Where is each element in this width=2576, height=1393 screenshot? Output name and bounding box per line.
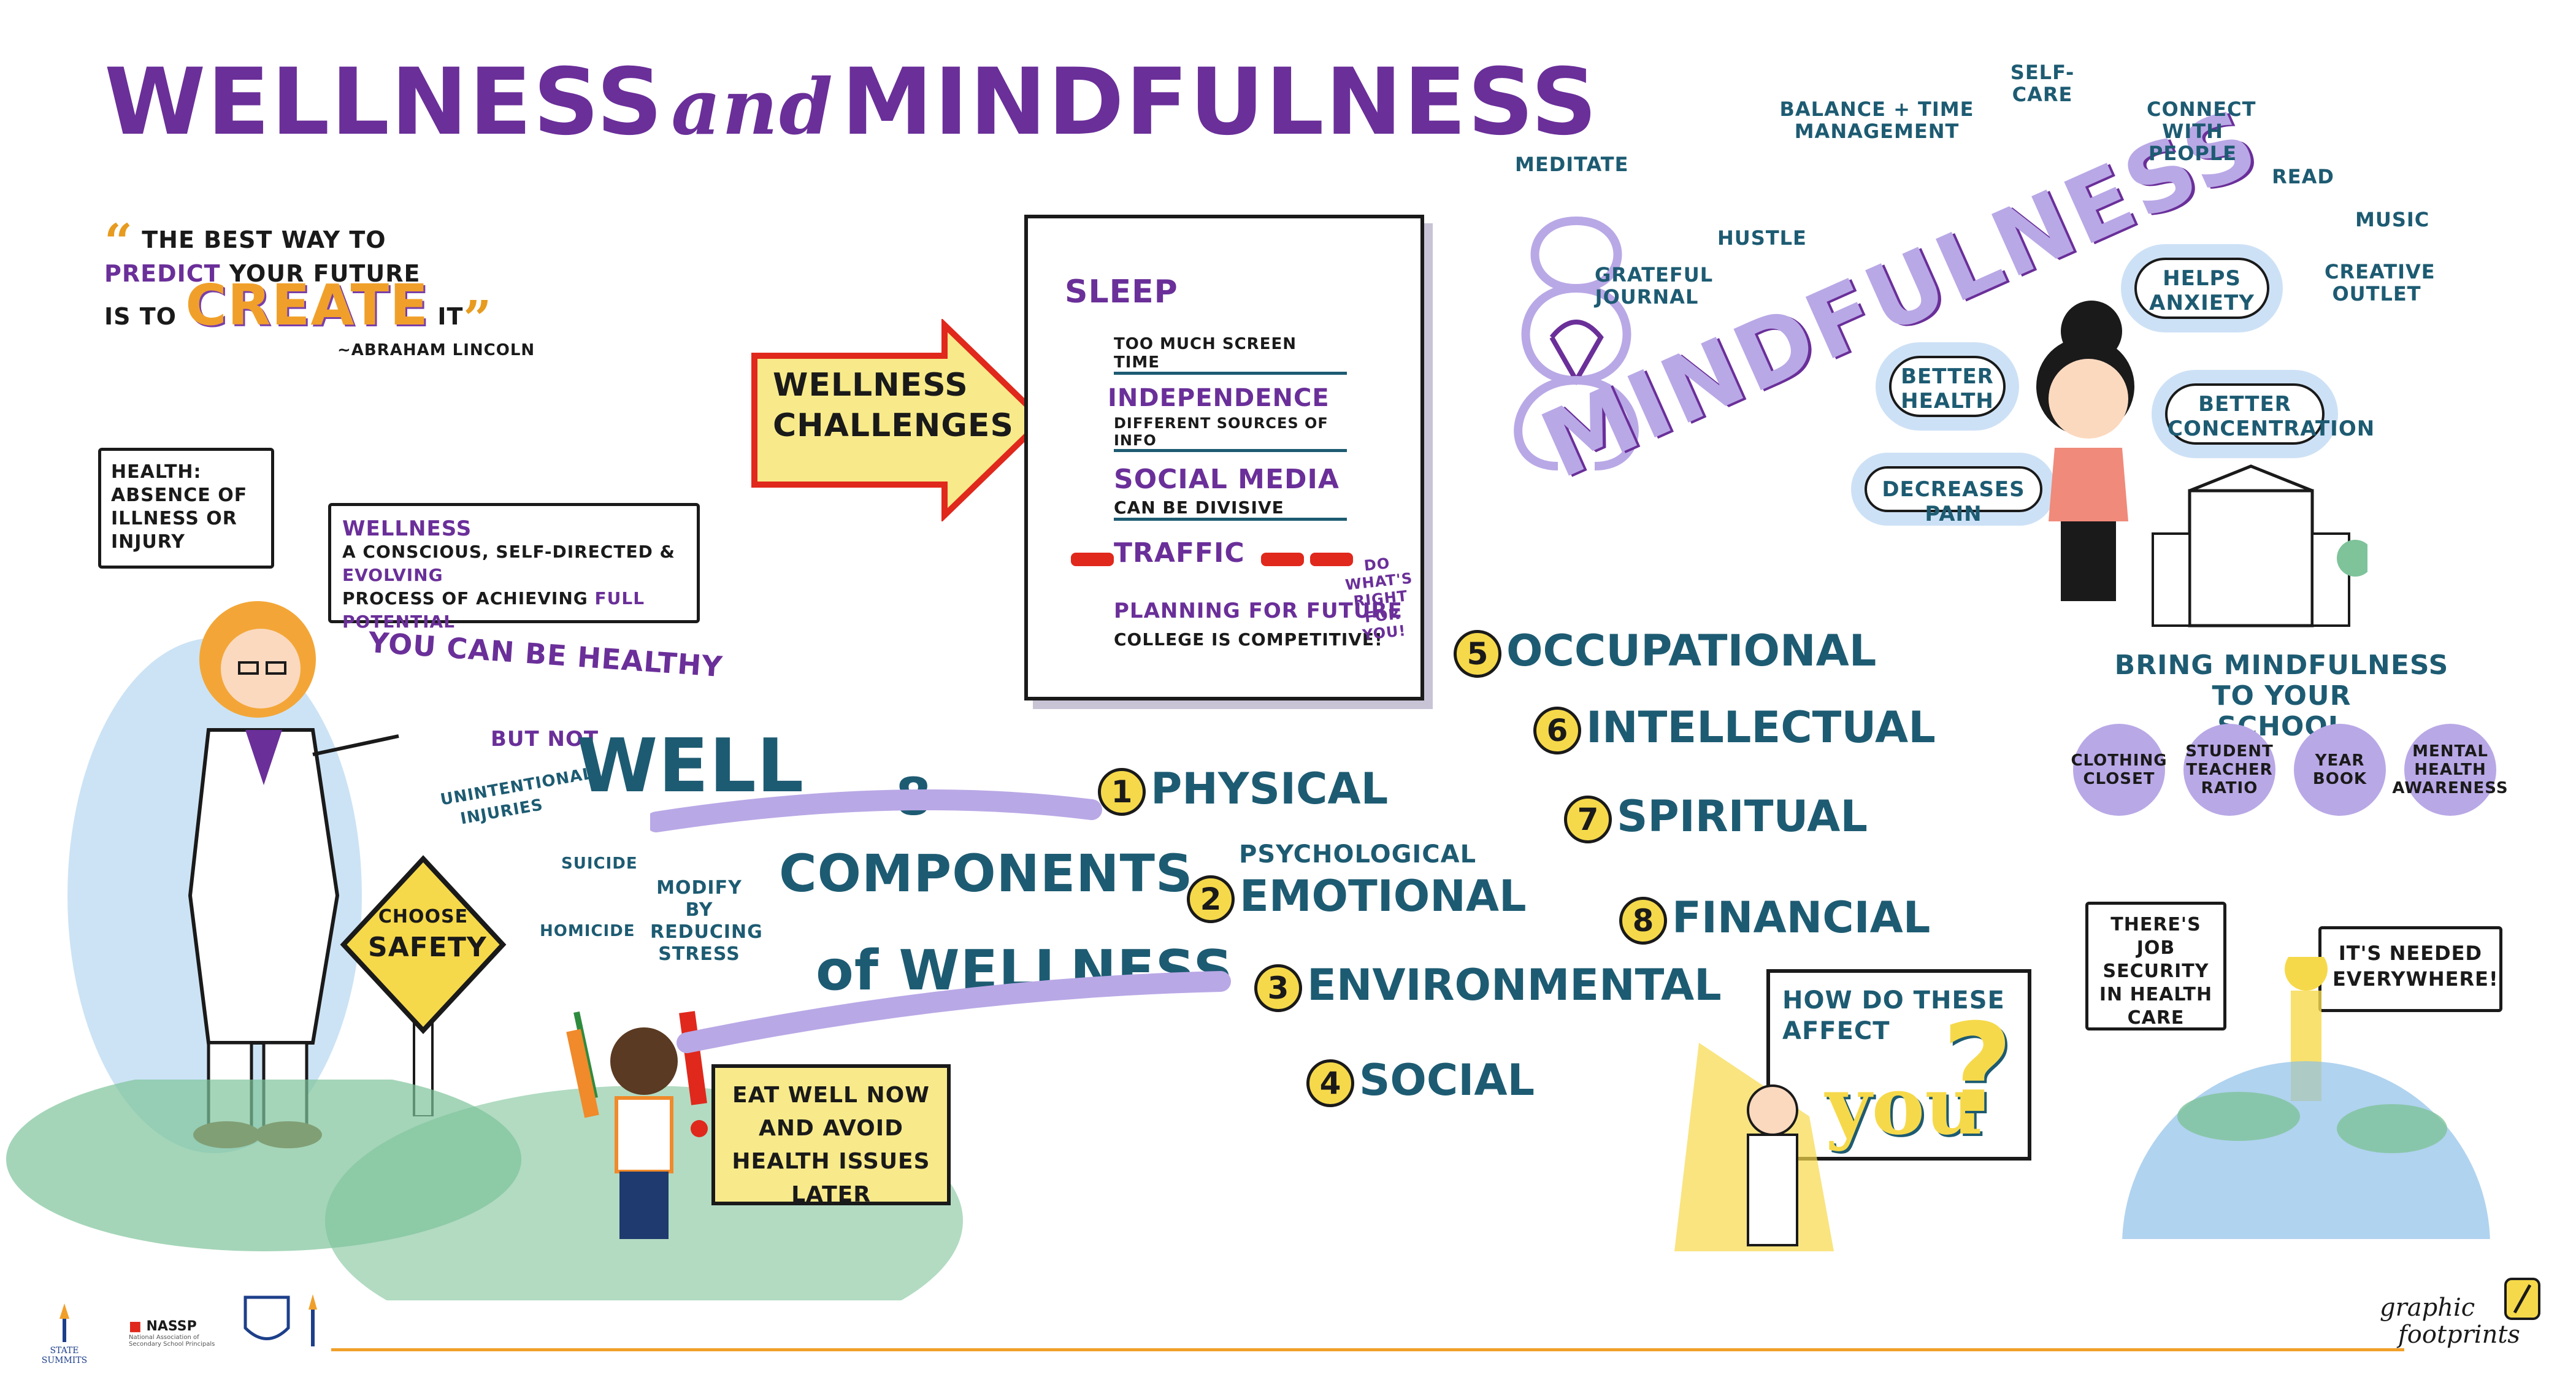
challenge-title: SLEEP [1065,274,1178,310]
practice-item: MEDITATE [1515,153,1629,176]
choose-safety-sign [340,855,507,1116]
eat-well-sign: EAT WELL NOW and AVOID HEALTH ISSUES LAT… [711,1064,951,1207]
school-item: CLOTHING CLOSET [2071,724,2167,816]
challenge-title: TRAFFIC [1114,537,1245,569]
page-title: WELLNESSandMINDFULNESS [104,49,1599,156]
components-word: COMPONENTS [779,843,1194,904]
job-security-bubble: THERE'S JOB SECURITY IN HEALTH CARE [2085,902,2226,1030]
torch-icon [309,1294,317,1346]
challenge-title: PLANNING FOR FUTURE [1114,599,1403,623]
suicide-label: SUICIDE [561,854,638,873]
school-item: MENTAL HEALTH AWARENESS [2392,724,2508,816]
choose-safety-text: CHOOSE SAFETY [368,906,487,963]
torch-icon [59,1303,69,1342]
component-arrows [650,789,1231,1053]
school-item: YEAR BOOK [2294,724,2386,816]
well-word: WELL [577,724,805,809]
state-summits-logo: STATE SUMMITS [31,1300,98,1365]
modify-stress-label: MODIFY BY REDUCING STRESS [650,877,763,965]
traffic-cars-icon [1071,553,1353,566]
challenge-sub: COLLEGE IS COMPETITIVE! [1114,629,1383,650]
practice-item: BALANCE + TIME MANAGEMENT [1779,98,1974,143]
homicide-label: HOMICIDE [540,922,635,940]
bring-school-banner: BRING MINDFULNESS TO YOUR SCHOOL [2114,650,2449,742]
health-definition-bubble: HEALTH: ABSENCE OF ILLNESS OR INJURY [98,448,274,569]
benefit-cloud: DECREASES PAIN [1865,466,2042,526]
affect-question-mark: ? [1942,997,2014,1140]
practice-item: SELF-CARE [2010,61,2075,106]
practice-item: CONNECT WITH PEOPLE [2147,98,2256,165]
do-whats-right-note: DO WHAT'S RIGHT for YOU! [1344,555,1414,644]
shield-logo-icon [243,1295,290,1340]
lotus-swirl-icon [1514,216,1639,470]
component-psychological: PSYCHOLOGICAL [1239,840,1477,869]
practice-item: HUSTLE [1717,226,1807,250]
graphic-footprints-brand: graphic footprints [2380,1294,2520,1349]
lincoln-quote: “ THE BEST WAY TO PREDICT YOUR FUTURE IS… [104,217,535,366]
quote-author: ~ABRAHAM LINCOLN [337,341,535,359]
challenge-title: SOCIAL MEDIA [1114,464,1340,495]
pointing-man-illustration [1674,1043,1834,1251]
challenge-title: INDEPENDENCE [1108,384,1330,412]
footer-divider [331,1348,2404,1351]
globe-illustration [2122,957,2490,1239]
affect-you-word: you [1825,1059,1983,1153]
girl-school-illustration [2036,301,2367,627]
school-item: STUDENT TEACHER RATIO [2183,724,2275,816]
practice-item: CREATIVE OUTLET [2325,260,2436,305]
healthy-not-well-line2: BUT NOT [491,727,599,751]
challenge-sub: DIFFERENT SOURCES OF INFO [1114,415,1347,452]
challenges-panel: SLEEP TOO MUCH SCREEN TIME INDEPENDENCE … [1024,215,1424,700]
challenge-sub: CAN BE DIVISIVE [1114,497,1347,521]
practice-item: READ [2272,165,2334,188]
benefit-cloud: BETTER HEALTH [1889,356,2006,417]
benefit-cloud: HELPS ANXIETY [2134,258,2269,319]
kid-illustration [566,1011,708,1239]
practice-item: GRATEFUL JOURNAL [1595,263,1714,309]
practice-item: MUSIC [2355,208,2430,231]
pencil-icon [2504,1278,2540,1320]
wellness-challenges-arrow [751,319,1048,521]
wellness-definition-bubble: WELLNESS A CONSCIOUS, SELF-DIRECTED & EV… [328,503,700,632]
needed-everywhere-bubble: IT'S NEEDED EVERYWHERE! [2318,926,2502,1012]
nassp-logo: ■ NASSP National Association of Secondar… [129,1319,215,1348]
challenge-sub: TOO MUCH SCREEN TIME [1114,335,1347,375]
wellness-challenges-label: WELLNESS CHALLENGES [773,367,1014,444]
benefit-cloud: BETTER CONCENTRATION [2165,383,2374,445]
